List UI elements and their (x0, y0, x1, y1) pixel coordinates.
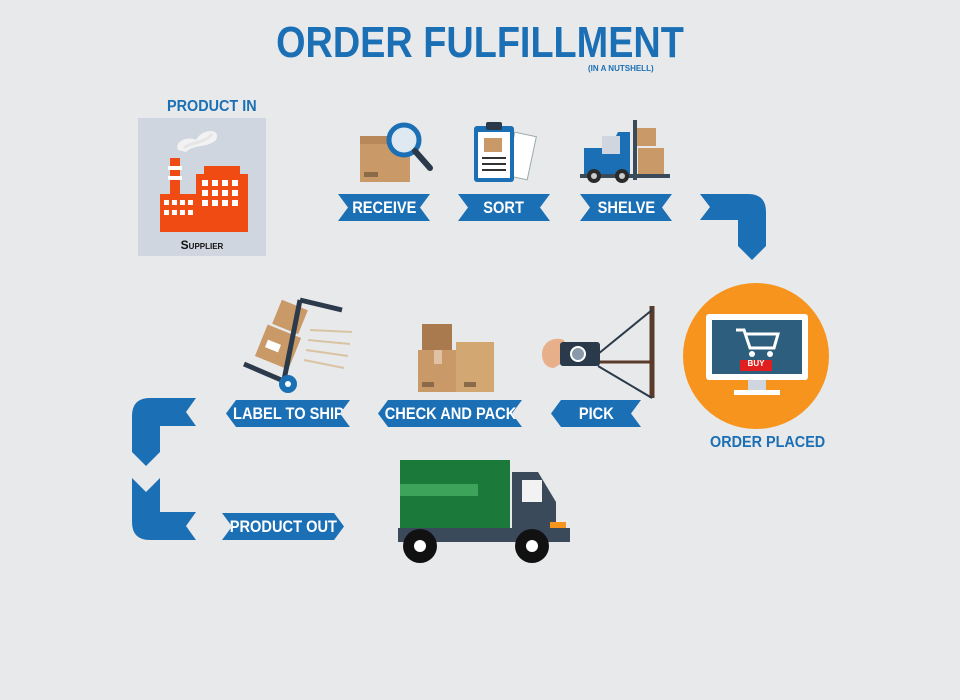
page-title: ORDER FULFILLMENT (276, 18, 684, 67)
step-product-out: PRODUCT OUT (222, 513, 344, 540)
clipboard-icon (474, 122, 537, 182)
step-label-to-ship: LABEL TO SHIP (226, 400, 350, 427)
factory-icon (160, 131, 248, 232)
boxes-icon (418, 324, 494, 392)
product-in-heading: PRODUCT IN (167, 98, 257, 115)
step-check-and-pack: CHECK AND PACK (378, 400, 522, 427)
step-pick: PICK (551, 400, 641, 427)
delivery-truck-icon (398, 460, 570, 563)
magnifier-box-icon (360, 122, 433, 182)
page-subtitle: (IN A NUTSHELL) (588, 64, 654, 73)
turn-down-right-arrow (132, 398, 196, 540)
supplier-label: Supplier (180, 238, 224, 252)
computer-cart-icon (683, 283, 829, 429)
step-receive: RECEIVE (338, 194, 430, 221)
step-shelve: SHELVE (580, 194, 672, 221)
buy-button-text: BUY (747, 359, 765, 368)
step-sort: SORT (458, 194, 550, 221)
forklift-icon (580, 120, 670, 183)
order-placed-label: ORDER PLACED (710, 434, 826, 451)
hand-truck-icon (243, 297, 353, 393)
scanner-icon (542, 306, 655, 399)
turn-down-arrow (700, 194, 766, 260)
